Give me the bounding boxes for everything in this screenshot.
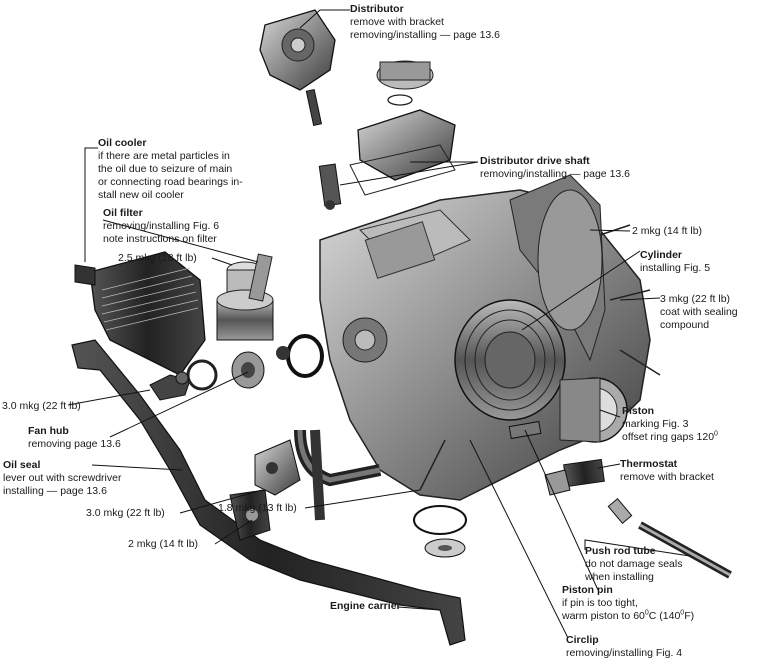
label-distributor-line-1: remove with bracket bbox=[350, 16, 444, 28]
label-torque-3-mid: 3.0 mkg (22 ft lb) bbox=[86, 507, 165, 519]
label-oil-seal-title: Oil seal bbox=[3, 459, 41, 471]
label-drive-shaft-line-1: removing/installing — page 13.6 bbox=[480, 168, 631, 180]
label-piston-pin-title: Piston pin bbox=[562, 584, 613, 596]
piston-part bbox=[559, 377, 628, 443]
leader-lines bbox=[67, 9, 691, 639]
label-thermostat-line-1: remove with bracket bbox=[620, 471, 714, 483]
label-thermostat: Thermostat remove with bracket bbox=[620, 458, 714, 484]
label-fan-hub-title: Fan hub bbox=[28, 425, 69, 437]
label-torque-3-line-1: coat with sealing bbox=[660, 306, 738, 318]
oil-hoses bbox=[294, 429, 382, 521]
label-oil-seal-line-1: lever out with screwdriver bbox=[3, 472, 122, 484]
cylinder-barrel bbox=[454, 299, 566, 421]
label-circlip: Circlip removing/installing Fig. 4 bbox=[566, 634, 682, 660]
distributor-part bbox=[259, 9, 336, 127]
label-oil-cooler-line-2: the oil due to seizure of main bbox=[98, 163, 233, 175]
label-distributor-line-2: removing/installing — page 13.6 bbox=[350, 29, 501, 41]
oil-cover bbox=[349, 109, 456, 196]
label-oil-filter: Oil filter removing/installing Fig. 6 no… bbox=[103, 207, 219, 246]
label-piston-pin-warm-mid: C (140 bbox=[648, 610, 681, 622]
label-drive-shaft: Distributor drive shaft removing/install… bbox=[480, 155, 630, 181]
label-push-rod-line-2: when installing bbox=[585, 571, 654, 583]
label-torque-2-bottom: 2 mkg (14 ft lb) bbox=[128, 538, 199, 550]
label-piston: Piston marking Fig. 3 offset ring gaps 1… bbox=[622, 405, 718, 444]
label-circlip-line-1: removing/installing Fig. 4 bbox=[566, 647, 683, 659]
thermostat-part bbox=[544, 458, 605, 496]
label-fan-hub-line-1: removing page 13.6 bbox=[28, 438, 121, 450]
label-cylinder-line-1: installing Fig. 5 bbox=[640, 262, 711, 274]
label-oil-cooler-line-4: stall new oil cooler bbox=[98, 189, 184, 201]
label-oil-seal-line-2: installing — page 13.6 bbox=[3, 485, 107, 497]
label-distributor-title: Distributor bbox=[350, 3, 404, 15]
label-engine-carrier: Engine carrier bbox=[330, 600, 401, 612]
label-fan-hub: Fan hub removing page 13.6 bbox=[28, 425, 121, 451]
label-torque-3: 3 mkg (22 ft lb) coat with sealing compo… bbox=[660, 293, 738, 332]
drive-shaft-part bbox=[318, 163, 342, 210]
label-torque-2-top: 2 mkg (14 ft lb) bbox=[632, 225, 703, 237]
label-oil-filter-title: Oil filter bbox=[103, 207, 143, 219]
label-oil-cooler-title: Oil cooler bbox=[98, 137, 147, 149]
studs bbox=[419, 224, 661, 491]
label-push-rod-line-1: do not damage seals bbox=[585, 558, 683, 570]
label-push-rod-title: Push rod tube bbox=[585, 545, 656, 557]
label-torque-2-5: 2.5 mkg (18 ft lb) bbox=[118, 252, 197, 264]
label-piston-line-2-text: offset ring gaps 120 bbox=[622, 431, 715, 443]
label-oil-cooler-line-3: or connecting road bearings in- bbox=[98, 176, 243, 188]
label-thermostat-title: Thermostat bbox=[620, 458, 678, 470]
label-torque-3-title: 3 mkg (22 ft lb) bbox=[660, 293, 731, 305]
label-oil-seal: Oil seal lever out with screwdriver inst… bbox=[3, 459, 121, 498]
label-drive-shaft-title: Distributor drive shaft bbox=[480, 155, 590, 167]
label-torque-1-8: 1.8 mkg (13 ft lb) bbox=[218, 502, 297, 514]
label-piston-title: Piston bbox=[622, 405, 655, 417]
label-cylinder-title: Cylinder bbox=[640, 249, 683, 261]
label-piston-degree: 0 bbox=[714, 430, 718, 438]
label-piston-line-2: offset ring gaps 1200 bbox=[622, 431, 718, 444]
label-oil-cooler: Oil cooler if there are metal particles … bbox=[98, 137, 243, 202]
label-torque-3-line-2: compound bbox=[660, 319, 710, 331]
label-oil-filter-line-2: note instructions on filter bbox=[103, 233, 217, 245]
label-torque-3-left: 3.0 mkg (22 ft lb) bbox=[2, 400, 81, 412]
label-piston-pin-line-1: if pin is too tight, bbox=[562, 597, 638, 609]
bottom-gaskets bbox=[413, 505, 467, 558]
push-rod-tube-part bbox=[607, 498, 732, 579]
label-oil-filter-line-1: removing/installing Fig. 6 bbox=[103, 220, 220, 232]
bell-housing bbox=[509, 174, 606, 362]
label-oil-cooler-line-1: if there are metal particles in bbox=[98, 150, 230, 162]
label-piston-pin: Piston pin if pin is too tight, warm pis… bbox=[562, 584, 694, 623]
distributor-bracket bbox=[376, 60, 434, 106]
label-circlip-title: Circlip bbox=[566, 634, 599, 646]
label-piston-line-1: marking Fig. 3 bbox=[622, 418, 689, 430]
label-piston-pin-warm-post: F) bbox=[684, 610, 695, 622]
label-piston-pin-degree-1: 0 bbox=[644, 609, 649, 617]
label-cylinder: Cylinder installing Fig. 5 bbox=[640, 249, 710, 275]
label-piston-pin-warm-pre: warm piston to 60 bbox=[562, 610, 645, 622]
label-distributor: Distributor remove with bracket removing… bbox=[350, 3, 500, 42]
oil-cooler-part bbox=[74, 251, 206, 376]
label-push-rod-tube: Push rod tube do not damage seals when i… bbox=[585, 545, 682, 584]
oil-filter-part bbox=[216, 253, 274, 341]
label-piston-pin-line-2: warm piston to 600C (1400F) bbox=[562, 610, 694, 623]
mount-bracket bbox=[229, 439, 301, 541]
label-piston-pin-degree-2: 0 bbox=[680, 609, 685, 617]
